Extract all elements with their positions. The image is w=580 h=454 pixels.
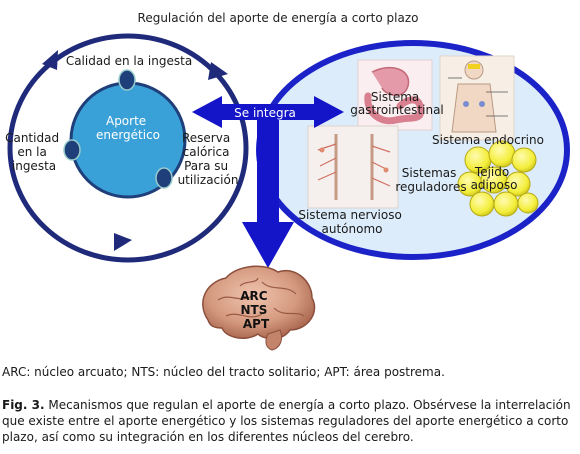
energy-intake-label: Aporte energético [96, 114, 160, 142]
cycle-ring [7, 33, 249, 263]
quality-node [118, 69, 136, 91]
figure-caption-prefix: Fig. 3. [2, 398, 45, 412]
quantity-node [63, 139, 81, 161]
reserve-label: Reserva calórica Para su utilización [178, 131, 239, 187]
intake-cycle: Aporte energético Calidad en la ingesta … [5, 33, 249, 263]
down-to-brain-arrow-icon [242, 120, 294, 268]
endocrine-illustration [439, 55, 515, 141]
integration-arrows: Se integra [192, 96, 344, 268]
cycle-arrow-top-icon [42, 50, 58, 70]
endocrine-label: Sistema endocrino [432, 133, 544, 147]
energy-regulation-diagram: Regulación del aporte de energía a corto… [5, 11, 570, 351]
nervous-label: Sistema nervioso autónomo [298, 208, 405, 236]
figure-caption-text: Mecanismos que regulan el aporte de ener… [2, 398, 571, 444]
adipose-tissue-illustration [457, 140, 539, 217]
quality-label: Calidad en la ingesta [66, 54, 192, 68]
integrate-label: Se integra [234, 106, 296, 120]
regulator-systems: Sistema gastrointestinal Sistema endocri… [256, 40, 570, 260]
autonomic-nervous-illustration [307, 125, 399, 209]
integrate-double-arrow-icon [192, 96, 344, 128]
abbreviations-note: ARC: núcleo arcuato; NTS: núcleo del tra… [2, 365, 445, 379]
gastrointestinal-label: Sistema gastrointestinal [350, 90, 444, 117]
brain-illustration: ARC NTS APT [202, 265, 316, 351]
figure-caption: Fig. 3. Mecanismos que regulan el aporte… [2, 397, 577, 445]
reserve-node [155, 167, 173, 189]
quantity-label: Cantidad en la ingesta [5, 131, 63, 173]
brain-nuclei-labels: ARC NTS APT [240, 289, 272, 331]
cycle-arrow-right-icon [208, 62, 228, 80]
cycle-arrow-bottom-icon [114, 233, 132, 251]
adipose-label: Tejido adiposo [471, 165, 518, 192]
diagram-title: Regulación del aporte de energía a corto… [138, 11, 419, 25]
regulators-label: Sistemas reguladores [395, 166, 466, 194]
